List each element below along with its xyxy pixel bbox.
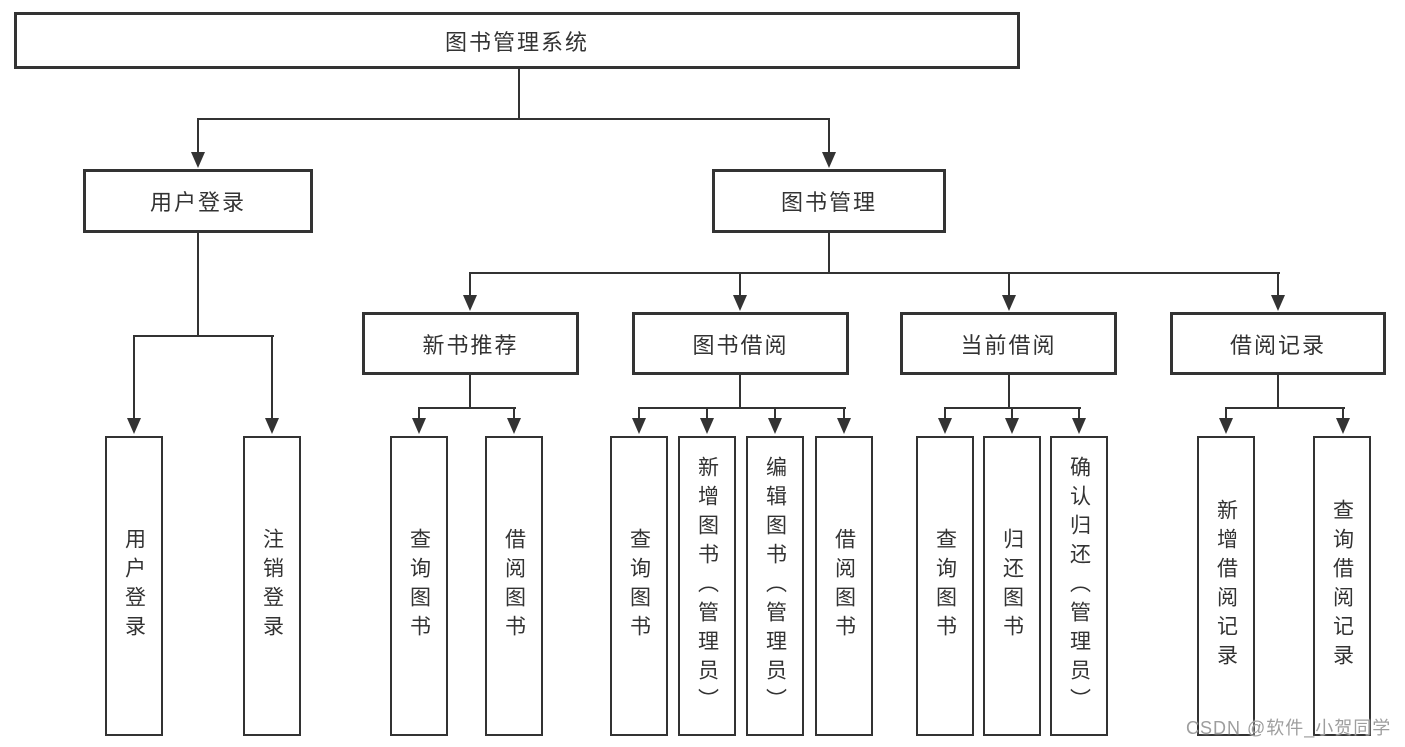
arrowhead-down-icon	[733, 295, 747, 311]
leaf-label-query-books-borrowing: 查询图书	[627, 528, 651, 644]
connector-line	[513, 407, 515, 420]
node-box-book-borrowing: 图书借阅	[632, 312, 849, 375]
connector-line	[469, 375, 471, 409]
arrowhead-down-icon	[1219, 418, 1233, 434]
leaf-box-query-borrow-record: 查询借阅记录	[1313, 436, 1371, 736]
leaf-box-add-borrow-record: 新增借阅记录	[1197, 436, 1255, 736]
connector-line	[418, 407, 516, 409]
leaf-box-edit-books-admin: 编辑图书（管理员）	[746, 436, 804, 736]
leaf-box-logout: 注销登录	[243, 436, 301, 736]
connector-line	[638, 407, 846, 409]
leaf-box-query-books-current: 查询图书	[916, 436, 974, 736]
connector-line	[1277, 375, 1279, 409]
node-box-current-borrowing: 当前借阅	[900, 312, 1117, 375]
node-label-book-management: 图书管理	[780, 190, 877, 215]
leaf-label-logout: 注销登录	[260, 528, 284, 644]
node-label-new-book-recommend: 新书推荐	[422, 332, 519, 358]
node-box-book-management: 图书管理	[712, 169, 946, 233]
connector-line	[1008, 375, 1010, 409]
leaf-label-query-borrow-record: 查询借阅记录	[1330, 499, 1354, 673]
leaf-label-return-books: 归还图书	[1000, 528, 1024, 644]
connector-line	[944, 407, 946, 420]
node-label-book-borrowing: 图书借阅	[692, 332, 789, 358]
connector-line	[739, 272, 741, 297]
connector-line	[843, 407, 845, 420]
connector-line	[1225, 407, 1345, 409]
leaf-label-add-books-admin: 新增图书（管理员）	[695, 455, 719, 717]
connector-line	[638, 407, 640, 420]
arrowhead-down-icon	[1072, 418, 1086, 434]
node-box-root: 图书管理系统	[14, 12, 1020, 69]
connector-line	[271, 335, 273, 419]
connector-line	[133, 335, 135, 419]
node-box-borrow-records: 借阅记录	[1170, 312, 1386, 375]
arrowhead-down-icon	[1005, 418, 1019, 434]
connector-line	[1342, 407, 1344, 420]
arrowhead-down-icon	[938, 418, 952, 434]
leaf-label-confirm-return-admin: 确认归还（管理员）	[1067, 455, 1091, 717]
connector-line	[197, 118, 199, 154]
leaf-label-query-books-recommend: 查询图书	[407, 528, 431, 644]
connector-line	[828, 118, 830, 154]
arrowhead-down-icon	[507, 418, 521, 434]
arrowhead-down-icon	[632, 418, 646, 434]
connector-line	[1277, 272, 1279, 297]
arrowhead-down-icon	[463, 295, 477, 311]
arrowhead-down-icon	[412, 418, 426, 434]
arrowhead-down-icon	[127, 418, 141, 434]
leaf-label-edit-books-admin: 编辑图书（管理员）	[763, 455, 787, 717]
arrowhead-down-icon	[265, 418, 279, 434]
leaf-box-add-books-admin: 新增图书（管理员）	[678, 436, 736, 736]
leaf-box-confirm-return-admin: 确认归还（管理员）	[1050, 436, 1108, 736]
node-label-root: 图书管理系统	[444, 29, 589, 55]
leaf-box-borrow-books: 借阅图书	[815, 436, 873, 736]
arrowhead-down-icon	[1002, 295, 1016, 311]
leaf-label-query-books-current: 查询图书	[933, 528, 957, 644]
leaf-label-user-login: 用户登录	[122, 528, 146, 644]
leaf-box-query-books-recommend: 查询图书	[390, 436, 448, 736]
arrowhead-down-icon	[1336, 418, 1350, 434]
connector-line	[1078, 407, 1080, 420]
leaf-box-query-books-borrowing: 查询图书	[610, 436, 668, 736]
leaf-box-user-login: 用户登录	[105, 436, 163, 736]
connector-line	[706, 407, 708, 420]
connector-line	[197, 233, 199, 337]
csdn-watermark: CSDN @软件_小贺同学	[1186, 718, 1392, 738]
connector-line	[1011, 407, 1013, 420]
connector-line	[418, 407, 420, 420]
node-box-new-book-recommend: 新书推荐	[362, 312, 579, 375]
node-label-borrow-records: 借阅记录	[1229, 332, 1326, 358]
arrowhead-down-icon	[191, 152, 205, 168]
connector-line	[469, 272, 1280, 274]
leaf-label-borrow-books-recommend: 借阅图书	[502, 528, 526, 644]
leaf-label-add-borrow-record: 新增借阅记录	[1214, 499, 1238, 673]
connector-line	[1225, 407, 1227, 420]
connector-line	[469, 272, 471, 297]
connector-line	[1008, 272, 1010, 297]
connector-line	[828, 233, 830, 274]
arrowhead-down-icon	[1271, 295, 1285, 311]
node-label-current-borrowing: 当前借阅	[960, 332, 1057, 358]
node-label-user-login: 用户登录	[149, 190, 246, 215]
connector-line	[774, 407, 776, 420]
arrowhead-down-icon	[768, 418, 782, 434]
connector-line	[739, 375, 741, 409]
connector-line	[133, 335, 274, 337]
arrowhead-down-icon	[700, 418, 714, 434]
leaf-box-borrow-books-recommend: 借阅图书	[485, 436, 543, 736]
arrowhead-down-icon	[822, 152, 836, 168]
arrowhead-down-icon	[837, 418, 851, 434]
node-box-user-login: 用户登录	[83, 169, 313, 233]
connector-line	[197, 118, 830, 120]
connector-line	[518, 66, 520, 120]
leaf-label-borrow-books: 借阅图书	[832, 528, 856, 644]
leaf-box-return-books: 归还图书	[983, 436, 1041, 736]
